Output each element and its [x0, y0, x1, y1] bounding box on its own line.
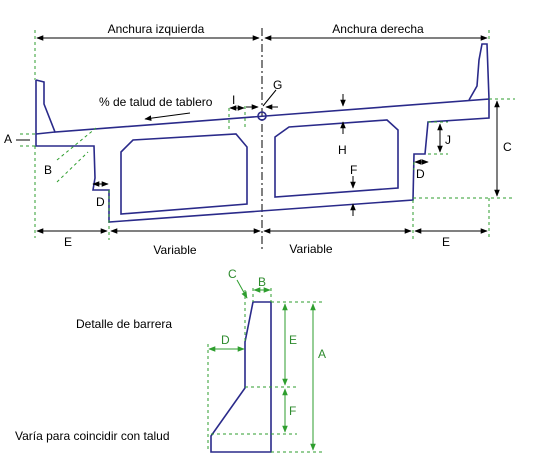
label-c-detail: C: [228, 267, 237, 281]
barrier-outline: [210, 301, 272, 453]
label-f-deck: F: [350, 163, 357, 177]
right-width-label: Anchura derecha: [332, 22, 424, 36]
dimension-g: G: [246, 78, 282, 121]
barrier-detail: Detalle de barrera B C D E F A Varía par…: [15, 267, 326, 453]
label-d-right: D: [416, 167, 425, 181]
dimension-h: H: [338, 94, 347, 157]
label-i: I: [232, 93, 235, 107]
label-e-right: E: [442, 235, 450, 249]
label-d-left: D: [96, 195, 105, 209]
dimension-f-deck: F: [350, 163, 357, 216]
dimension-d-right: D: [413, 159, 429, 181]
dimension-b: B: [44, 127, 97, 183]
deck-slope-label: % de talud de tablero: [99, 95, 213, 109]
label-e-detail: E: [289, 333, 297, 347]
label-e-left: E: [64, 235, 72, 249]
label-b: B: [44, 163, 52, 177]
label-a: A: [4, 132, 12, 146]
dimension-j: J: [428, 121, 451, 155]
dimension-a-left: A: [4, 132, 36, 147]
left-width-label: Anchura izquierda: [108, 22, 205, 36]
label-g: G: [273, 78, 282, 92]
variable-left-label: Variable: [153, 243, 196, 257]
dimension-i: I: [228, 93, 246, 130]
label-f-detail: F: [289, 404, 296, 418]
label-h: H: [338, 143, 347, 157]
dimension-d-left: D: [92, 181, 109, 209]
dimension-c: C: [413, 98, 515, 199]
label-c: C: [503, 140, 512, 154]
label-j: J: [445, 133, 451, 147]
label-a-detail: A: [318, 347, 326, 361]
bottom-dimensions: E Variable Variable E: [34, 146, 490, 257]
width-dimensions: Anchura izquierda Anchura derecha: [34, 22, 490, 80]
label-d-detail: D: [221, 333, 230, 347]
variable-right-label: Variable: [289, 242, 332, 256]
label-b-detail: B: [258, 275, 266, 289]
barrier-detail-title: Detalle de barrera: [76, 317, 172, 331]
deck-slope-annotation: % de talud de tablero: [99, 95, 213, 121]
varies-note: Varía para coincidir con talud: [15, 429, 170, 443]
